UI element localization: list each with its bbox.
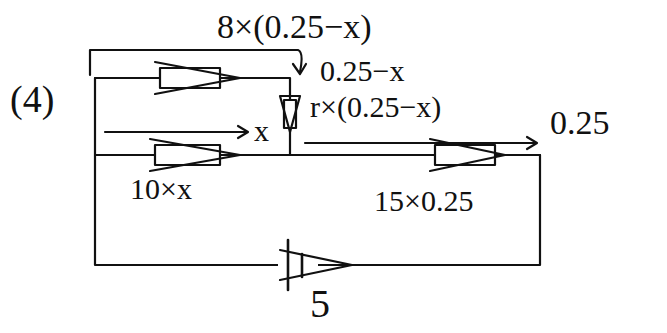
- wire: [95, 78, 540, 265]
- current-label: 0.25−x: [318, 56, 406, 86]
- current-arrow: [305, 142, 535, 144]
- arrow-head: [293, 64, 306, 74]
- wire: [95, 78, 290, 155]
- voltage-label: 15×0.25: [372, 186, 475, 216]
- voltage-label: r×(0.25−x): [308, 92, 443, 122]
- emf-label: 5: [308, 284, 332, 324]
- resistor-symbol: [155, 62, 240, 94]
- resistor-symbol: [280, 96, 300, 132]
- battery-symbol: [278, 240, 352, 290]
- arrow-head: [527, 137, 537, 149]
- voltage-label: 10×x: [128, 174, 194, 204]
- current-label: 0.25: [548, 106, 612, 140]
- current-arrow: [105, 131, 246, 133]
- current-label: x: [252, 116, 271, 146]
- voltage-label: 8×(0.25−x): [215, 10, 374, 44]
- resistor-symbol: [150, 139, 240, 171]
- question-number: (4): [8, 80, 56, 118]
- arrow-head: [238, 126, 248, 138]
